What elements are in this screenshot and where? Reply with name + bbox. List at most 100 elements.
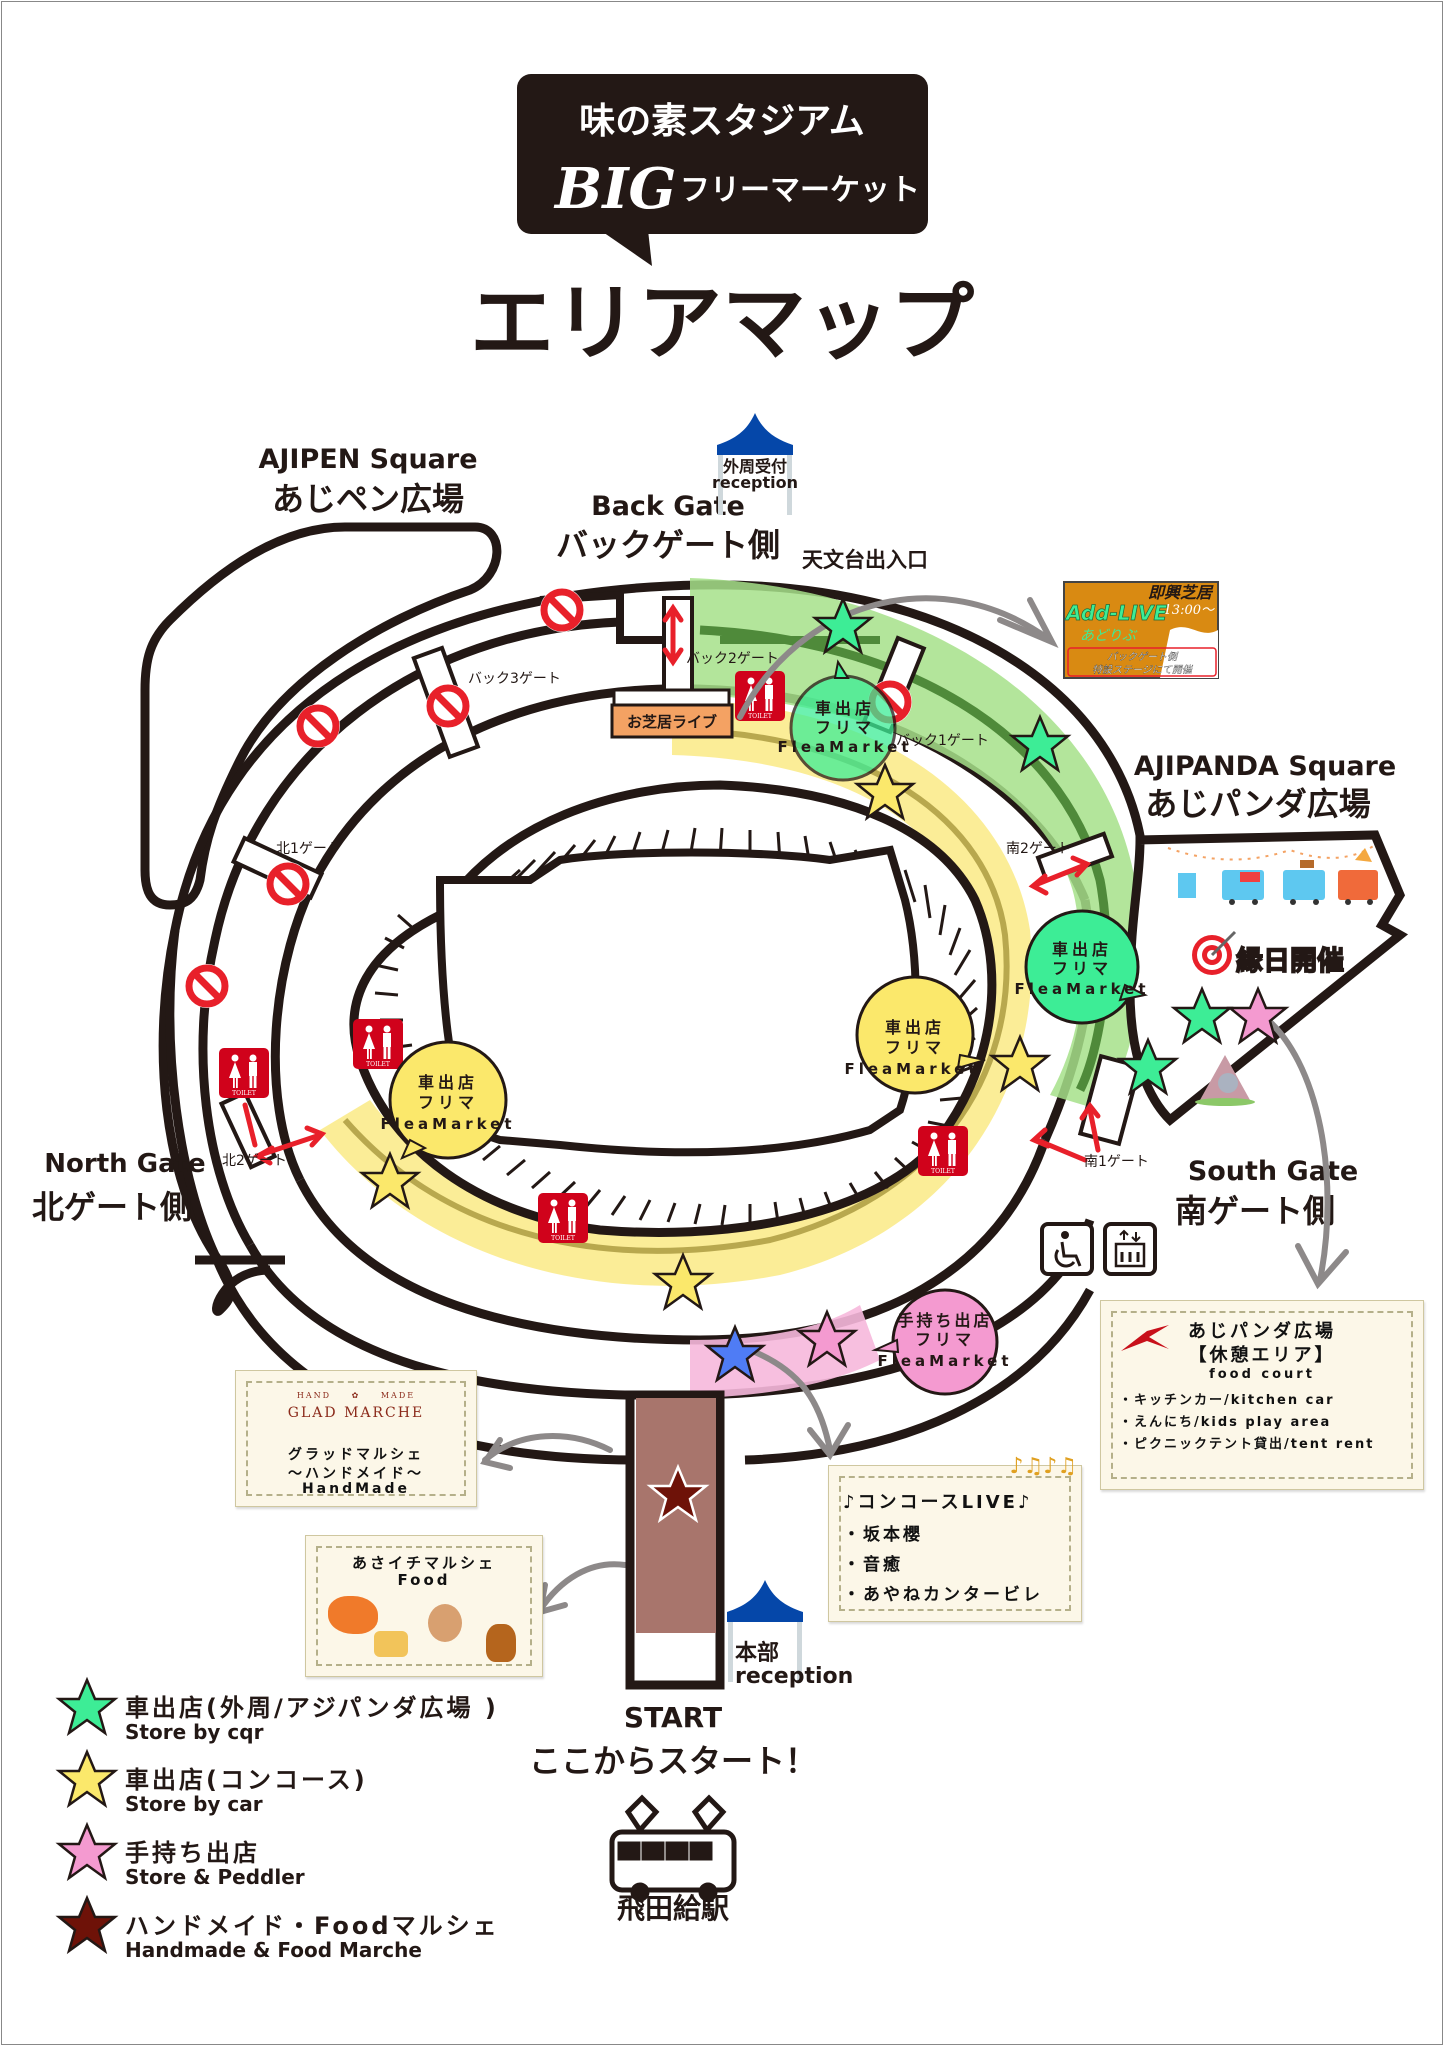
green-bubble-south[interactable] xyxy=(1024,909,1149,1025)
legend-jp-label: 車出店(外周/アジパンダ広場 ) xyxy=(125,1694,499,1722)
logo-made: MADE xyxy=(380,1391,416,1400)
concourse-live-item: ・坂本櫻 xyxy=(843,1525,923,1545)
add-live-name: Add-LIVE xyxy=(1064,601,1167,625)
green-outer-zone xyxy=(690,578,1141,1110)
glad-marche-line1: グラッドマルシェ xyxy=(288,1447,424,1463)
train-icon xyxy=(609,1794,737,1902)
bubble-label: 手持ち出店 xyxy=(897,1311,992,1330)
ajipanda-note-item: ・キッチンカー/kitchen car xyxy=(1119,1393,1335,1408)
vegetables-icon xyxy=(328,1596,378,1634)
gate-back1-label: バック1ゲート xyxy=(896,733,989,749)
asaichi-marche-note: あさイチマルシェ Food xyxy=(305,1535,543,1677)
bubble-label: FleaMarket xyxy=(877,1352,1012,1370)
back-gate-jp-label: バックゲート側 xyxy=(556,526,780,564)
ajipanda-note-item: ・えんにち/kids play area xyxy=(1119,1415,1332,1430)
cake-icon xyxy=(374,1631,408,1657)
honey-pot-icon xyxy=(486,1624,516,1662)
gate-south2-label: 南2ゲート xyxy=(1006,841,1071,857)
venue-title: 味の素スタジアム xyxy=(579,101,864,142)
ennichi-label: 縁日開催 xyxy=(1236,945,1344,977)
no-entry-icon xyxy=(185,964,229,1008)
no-entry-icon xyxy=(426,684,470,728)
toilet-icon xyxy=(353,1019,403,1069)
wheelchair-icon xyxy=(1040,1222,1094,1276)
gate-back3-label: バック3ゲート xyxy=(468,671,561,687)
start-en-label: START xyxy=(624,1701,722,1734)
observatory-entrance-label: 天文台出入口 xyxy=(802,548,928,572)
ajipanda-note-food-court: food court xyxy=(1209,1367,1315,1382)
no-entry-icon xyxy=(540,588,584,632)
glad-marche-logo-top: HAND ✿ MADE xyxy=(296,1391,416,1400)
bubble-label: FleaMarket xyxy=(380,1115,515,1133)
picnic-tent-icon xyxy=(1195,1055,1255,1106)
legend-star-green-icon xyxy=(57,1678,117,1735)
add-live-kana: あどりぶ xyxy=(1080,628,1138,644)
toilet-icon xyxy=(918,1126,968,1176)
stadium-field xyxy=(435,845,920,1157)
station-label: 飛田給駅 xyxy=(617,1892,729,1925)
ajipen-square-outline xyxy=(140,522,502,910)
elevator-icon xyxy=(1103,1222,1157,1276)
page-title: エリアマップ xyxy=(470,274,974,372)
bubble-label: フリマ xyxy=(418,1093,478,1112)
no-entry-icon xyxy=(266,862,310,906)
gate-back2-label: バック2ゲート xyxy=(686,651,779,667)
toilet-icon xyxy=(538,1193,588,1243)
bubble-label: 車出店 xyxy=(885,1018,945,1037)
event-big-label: BIG xyxy=(553,156,676,222)
bubble-label: FleaMarket xyxy=(777,738,912,756)
gate-arrows xyxy=(242,603,1101,1166)
legend-en-label: Handmade & Food Marche xyxy=(125,1938,422,1962)
south-gate-jp-label: 南ゲート側 xyxy=(1175,1192,1335,1230)
concourse-live-item: ・音癒 xyxy=(843,1555,903,1575)
logo-hand: HAND xyxy=(296,1391,332,1400)
header-speech-bubble xyxy=(517,74,928,266)
yellow-bubble-north[interactable] xyxy=(388,1040,508,1160)
stadium-stands xyxy=(349,780,997,1237)
stage-label: お芝居ライブ xyxy=(627,713,717,731)
bubble-label: フリマ xyxy=(885,1038,945,1057)
yellow-bubble-south[interactable] xyxy=(855,975,986,1095)
add-live-sign[interactable] xyxy=(1063,581,1219,679)
ajipanda-jp-label: あじパンダ広場 xyxy=(1145,785,1371,823)
asaichi-line2: Food xyxy=(397,1571,451,1589)
toilet-icon xyxy=(219,1048,269,1098)
bubble-label: FleaMarket xyxy=(1014,980,1149,998)
add-live-note1: バックゲート側 xyxy=(1107,651,1179,663)
no-entry-icon xyxy=(296,704,340,748)
legend-star-pink-icon xyxy=(57,1823,117,1880)
bubble-label: フリマ xyxy=(915,1330,975,1349)
north-gate-en-label: North Gate xyxy=(44,1149,205,1179)
stage-box[interactable] xyxy=(610,703,734,739)
ribbon-icon xyxy=(1119,1323,1171,1353)
concourse-live-title: ♪コンコースLIVE♪ xyxy=(843,1492,1033,1513)
bubble-label: FleaMarket xyxy=(844,1060,979,1078)
bubble-label: 車出店 xyxy=(1052,940,1112,959)
ajipen-en-label: AJIPEN Square xyxy=(258,444,477,475)
cookies-icon xyxy=(428,1604,462,1642)
gate-north2-label: 北2ゲート xyxy=(222,1153,287,1169)
legend-jp-label: 手持ち出店 xyxy=(125,1839,260,1867)
outer-reception-en: reception xyxy=(712,473,798,492)
hq-jp-label: 本部 xyxy=(735,1640,779,1666)
legend-star-brown-icon xyxy=(57,1896,117,1953)
start-jp-label: ここからスタート！ xyxy=(529,1742,817,1780)
south-gate-en-label: South Gate xyxy=(1188,1156,1358,1187)
outer-reception-jp: 外周受付 xyxy=(722,457,787,476)
food-trucks-illustration xyxy=(1178,848,1378,905)
north-gate-jp-label: 北ゲート側 xyxy=(32,1188,192,1226)
legend-jp-label: ハンドメイド・Foodマルシェ xyxy=(125,1912,500,1940)
pink-bubble[interactable] xyxy=(871,1288,999,1396)
music-notes-icon: ♪♫♪♫ xyxy=(1009,1454,1077,1479)
glad-marche-logo: GLAD MARCHE xyxy=(287,1405,425,1421)
bubble-label: 車出店 xyxy=(418,1073,478,1092)
bubble-label: フリマ xyxy=(1052,959,1112,978)
green-bubble-back[interactable] xyxy=(789,659,897,782)
glad-marche-note: HAND ✿ MADE GLAD MARCHE グラッドマルシェ 〜ハンドメイド… xyxy=(235,1370,477,1507)
concourse-live-item: ・あやねカンタービレ xyxy=(843,1585,1043,1605)
legend-star-yellow-icon xyxy=(57,1750,117,1807)
bubble-label: 車出店 xyxy=(815,699,875,718)
ajipen-jp-label: あじペン広場 xyxy=(272,480,464,518)
legend-en-label: Store & Peddler xyxy=(125,1865,305,1889)
